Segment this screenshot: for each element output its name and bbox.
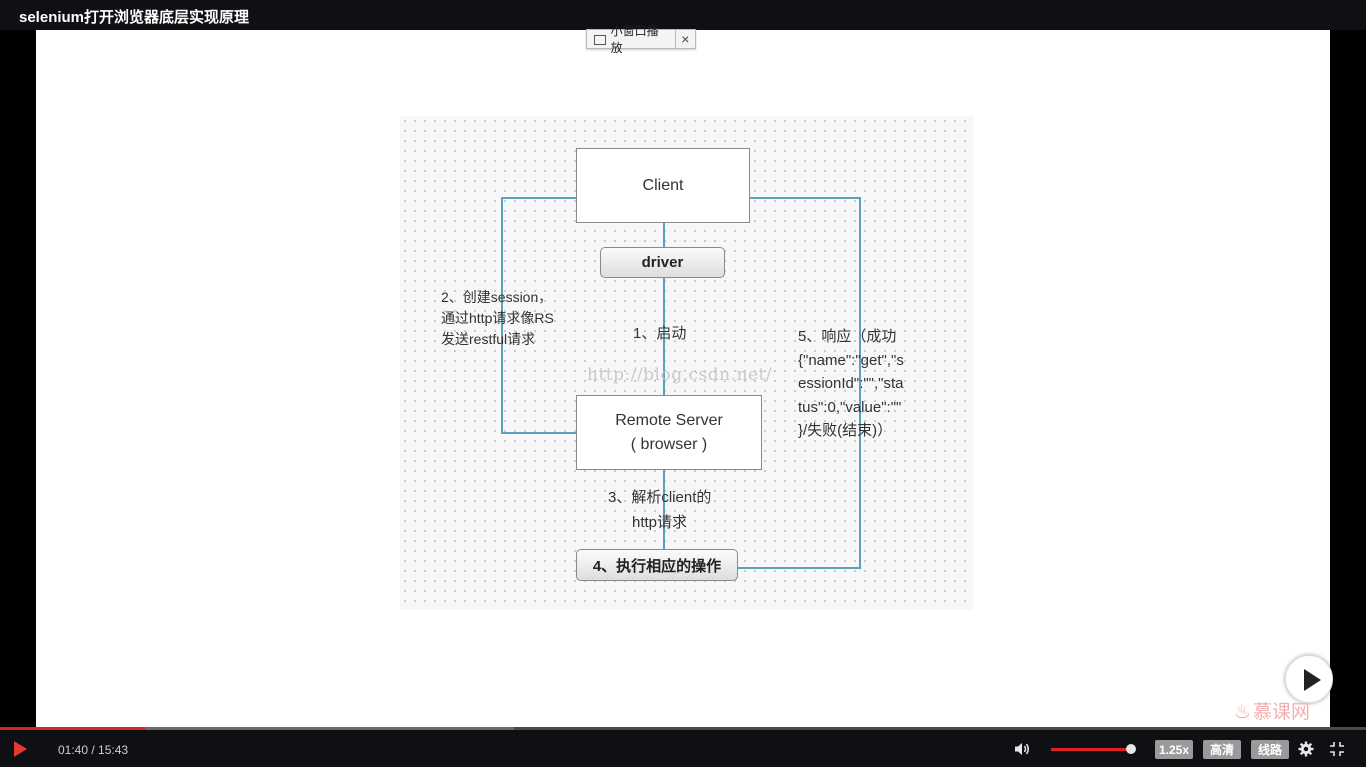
step5-line: 5、响应（成功 [798,328,897,345]
driver-server-connector [663,278,665,395]
execute-operation-box: 4、执行相应的操作 [576,549,738,581]
progress-buffered [0,727,514,730]
right-connector-bottom [737,567,861,569]
volume-icon[interactable] [1014,742,1030,756]
play-icon[interactable] [14,741,27,757]
driver-label: driver [641,254,684,271]
progress-played [0,727,145,730]
title-bar: selenium打开浏览器底层实现原理 [0,0,1366,30]
left-connector-bottom [501,432,577,434]
step1-text: 1、启动 [633,325,687,342]
mini-player-label: 小窗口播放 [610,24,659,55]
big-play-button[interactable] [1285,655,1333,703]
player-controls: 01:40 / 15:43 1.25x 高清 线路 [0,730,1366,767]
divider [674,30,676,48]
exit-fullscreen-icon[interactable] [1329,741,1345,757]
settings-gear-icon[interactable] [1298,741,1314,757]
step3-line: 3、解析client的 [608,489,712,506]
volume-fill [1051,748,1131,751]
time-display: 01:40 / 15:43 [58,743,129,757]
client-driver-connector [663,222,665,248]
step5-line: essionId":"","sta [798,375,904,392]
right-connector-top [749,197,861,199]
architecture-diagram: Client driver Remote Server ( browser ) … [400,116,973,610]
step5-text: 5、响应（成功 {"name":"get","s essionId":"","s… [798,325,904,443]
close-icon[interactable]: × [681,31,690,47]
mini-player-toggle[interactable]: 小窗口播放 × [586,24,696,55]
step4-label: 4、执行相应的操作 [592,557,722,575]
step2-line: 通过http请求像RS [441,310,554,326]
server-op-connector [663,470,665,550]
browser-label: ( browser ) [630,435,708,453]
step2-text: 2、创建session， 通过http请求像RS 发送restful请求 [441,287,554,350]
watermark: http://blog.csdn.net/ [587,365,773,385]
step3-line: http请求 [632,514,688,531]
volume-slider[interactable] [1051,744,1136,754]
client-box: Client [576,148,750,223]
logo-text: 慕课网 [1253,701,1311,723]
mini-player-button[interactable]: 小窗口播放 [587,24,669,55]
remote-server-box: Remote Server ( browser ) [576,395,762,470]
client-label: Client [642,176,684,194]
left-connector-vertical [501,197,503,434]
progress-bar[interactable] [0,727,1366,730]
route-button[interactable]: 线路 [1251,740,1289,759]
mini-window-icon [594,35,606,45]
right-connector-vertical [859,197,861,569]
site-logo: ♨慕课网 [1234,697,1310,724]
step5-line: tus":0,"value":"" [798,398,902,416]
step5-line: }/失败(结束)） [798,422,893,439]
step5-line: {"name":"get","s [798,351,904,369]
step2-line: 发送restful请求 [441,331,536,347]
driver-box: driver [600,247,725,278]
video-title: selenium打开浏览器底层实现原理 [19,9,250,26]
quality-button[interactable]: 高清 [1203,740,1241,759]
volume-knob[interactable] [1126,744,1136,754]
speed-button[interactable]: 1.25x [1155,740,1193,759]
step3-text: 3、解析client的 http请求 [608,485,711,535]
remote-server-label: Remote Server [615,411,723,429]
flame-icon: ♨ [1234,701,1252,723]
step2-line: 2、创建session， [441,289,553,305]
left-connector-top [501,197,577,199]
